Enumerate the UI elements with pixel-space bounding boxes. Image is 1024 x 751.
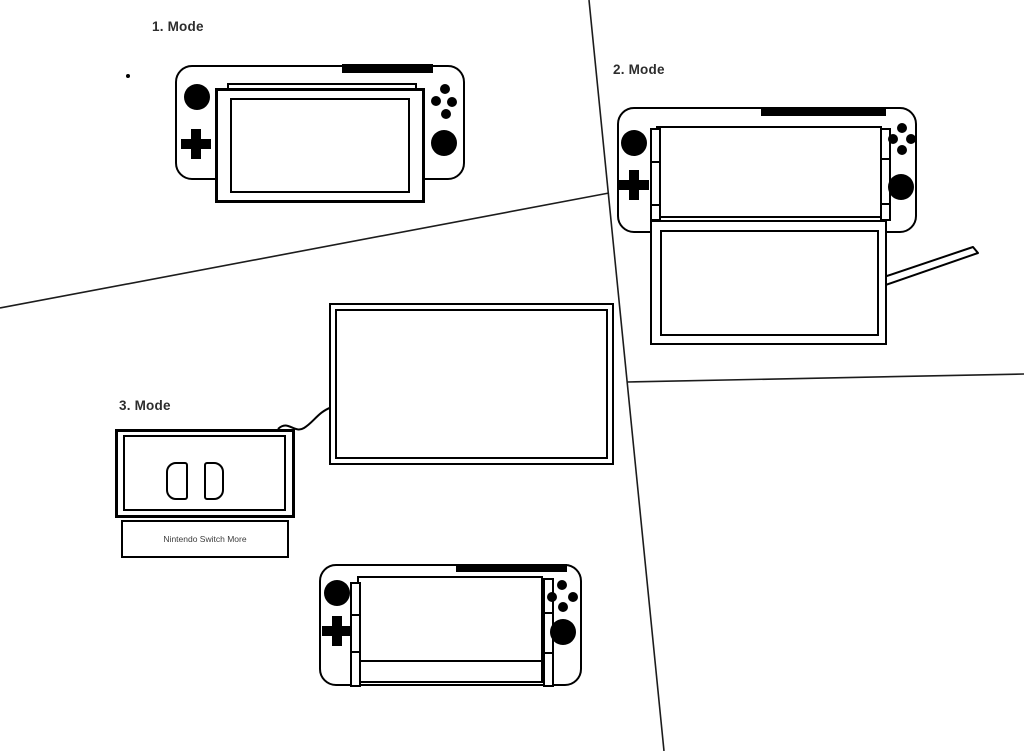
handheld-button-bottom [558,602,568,612]
handheld-button-left [547,592,557,602]
handheld-left-analog-stick-icon [324,580,350,606]
dock-left-joycon-glyph [166,462,188,500]
dock-base-label: Nintendo Switch More [163,534,247,544]
rail-notch [650,204,661,206]
mode2-lower-screen [660,230,879,336]
mode1-button-left [431,96,441,106]
rail-notch [543,652,554,654]
rail-notch [650,161,661,163]
mode2-button-top [897,123,907,133]
dock-base: Nintendo Switch More [121,520,289,558]
mode1-right-analog-stick-icon [431,130,457,156]
mode1-button-right [447,97,457,107]
mode1-button-bottom [441,109,451,119]
rail-notch [350,651,361,653]
mode3-label: 3. Mode [119,398,171,413]
handheld-right-analog-stick-icon [550,619,576,645]
mode1-left-analog-stick-icon [184,84,210,110]
rail-notch [880,158,891,160]
mode1-dpad-cross-icon [181,129,211,159]
rail-notch [880,203,891,205]
mode1-screen [230,98,410,193]
mode2-left-analog-stick-icon [621,130,647,156]
hdmi-cable-icon [277,406,333,431]
mode2-right-rail [880,128,891,221]
divider-line-right [626,373,1024,383]
mode1-top-vent-bar [342,64,433,73]
rail-notch [350,614,361,616]
mode1-label: 1. Mode [152,19,204,34]
mode2-right-analog-stick-icon [888,174,914,200]
rail-notch [543,612,554,614]
divider-line-vertical [588,0,665,751]
handheld-button-top [557,580,567,590]
mode2-button-right [906,134,916,144]
mode2-button-bottom [897,145,907,155]
handheld-dpad-cross-icon [322,616,352,646]
mode2-left-rail [650,128,661,221]
mode2-top-vent-bar [761,108,886,116]
divider-line-left [0,192,610,309]
mode2-button-left [888,134,898,144]
handheld-top-vent-bar [456,564,567,572]
handheld-button-right [568,592,578,602]
dock-right-joycon-glyph [204,462,224,500]
mode2-dpad-cross-icon [619,170,649,200]
handheld-lower-tray [357,660,543,683]
stray-dot [126,74,130,78]
tv-screen [335,309,608,459]
mode2-label: 2. Mode [613,62,665,77]
handheld-screen [357,576,543,662]
mode1-button-top [440,84,450,94]
mode2-upper-screen [656,126,882,218]
